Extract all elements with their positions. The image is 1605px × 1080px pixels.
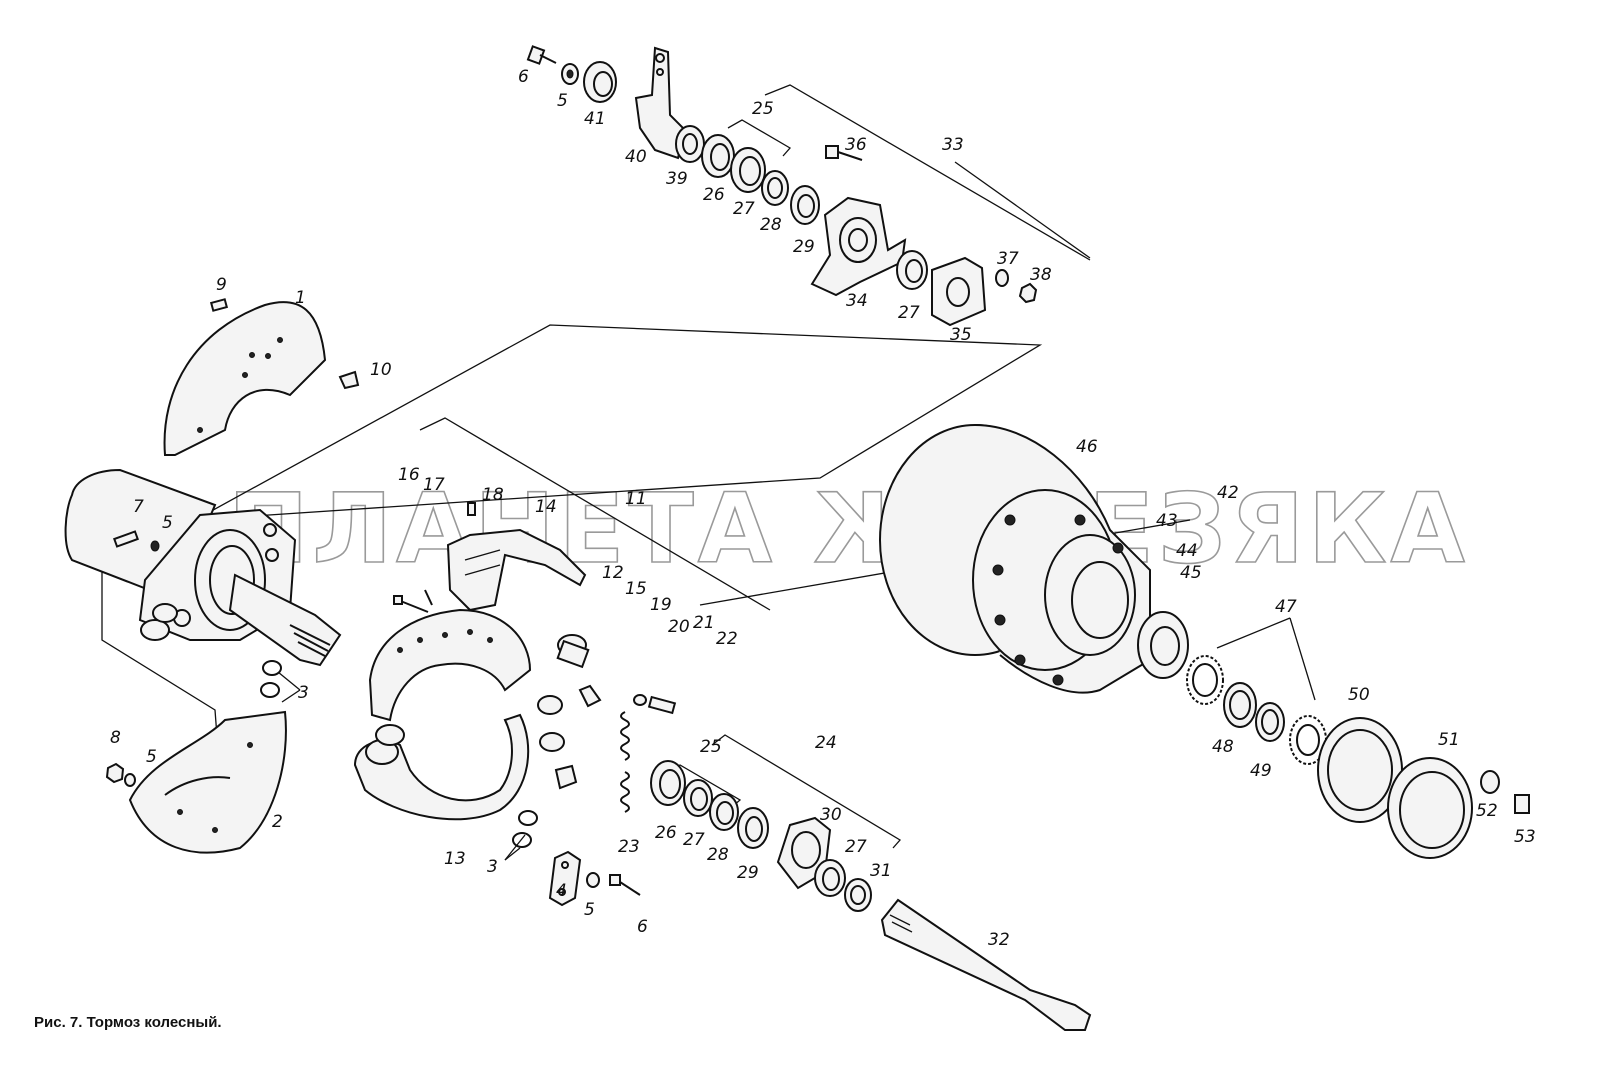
callout-3a: 3 [298, 683, 309, 703]
callout-50: 50 [1348, 685, 1370, 705]
callout-13: 13 [444, 849, 466, 869]
callout-46: 46 [1076, 437, 1098, 457]
callout-2: 2 [272, 812, 283, 832]
callout-32: 32 [988, 930, 1010, 950]
callout-28b: 28 [707, 845, 729, 865]
callout-35: 35 [950, 325, 972, 345]
callout-5a: 5 [162, 513, 173, 533]
callout-7: 7 [133, 497, 144, 517]
callout-4: 4 [556, 881, 567, 901]
callout-49: 49 [1250, 761, 1272, 781]
callout-40: 40 [625, 147, 647, 167]
callout-20: 20 [668, 617, 690, 637]
watermark: ПЛАНЕТА ЖЕЛЕЗЯКА [228, 473, 1469, 585]
callout-5d: 5 [584, 900, 595, 920]
callout-34: 34 [846, 291, 868, 311]
callout-8: 8 [110, 728, 121, 748]
callout-44: 44 [1176, 541, 1198, 561]
callout-36: 36 [845, 135, 867, 155]
callout-53: 53 [1514, 827, 1536, 847]
callout-41: 41 [584, 109, 606, 129]
callout-52: 52 [1476, 801, 1498, 821]
callout-labels: 1 2 3 3 4 5 5 5 5 6 6 7 8 9 10 11 12 13 … [110, 67, 1536, 950]
callout-25b: 25 [700, 737, 722, 757]
callout-39: 39 [666, 169, 688, 189]
callout-14: 14 [535, 497, 557, 517]
callout-6b: 6 [637, 917, 648, 937]
callout-45: 45 [1180, 563, 1202, 583]
callout-31: 31 [870, 861, 892, 881]
callout-27c: 27 [683, 830, 705, 850]
callout-27d: 27 [845, 837, 867, 857]
callout-16: 16 [398, 465, 420, 485]
callout-25a: 25 [752, 99, 774, 119]
callout-3b: 3 [487, 857, 498, 877]
bolt-6-top [526, 45, 557, 65]
callout-30: 30 [820, 805, 842, 825]
axle-housing [64, 468, 538, 848]
callout-22: 22 [716, 629, 738, 649]
brake-shoes [353, 502, 677, 907]
callout-33: 33 [942, 135, 964, 155]
callout-26a: 26 [703, 185, 725, 205]
callout-51: 51 [1438, 730, 1460, 750]
callout-38: 38 [1030, 265, 1052, 285]
callout-21: 21 [693, 613, 715, 633]
figure-caption: Рис. 7. Тормоз колесный. [34, 1014, 222, 1031]
shields [105, 298, 360, 854]
callout-28a: 28 [760, 215, 782, 235]
callout-26b: 26 [655, 823, 677, 843]
callout-43: 43 [1156, 511, 1178, 531]
callout-19: 19 [650, 595, 672, 615]
top-subassembly [526, 45, 1038, 327]
callout-6a: 6 [518, 67, 529, 87]
callout-42: 42 [1217, 483, 1239, 503]
callout-24: 24 [815, 733, 837, 753]
drum-hub [879, 424, 1530, 859]
callout-27a: 27 [733, 199, 755, 219]
callout-17: 17 [423, 475, 445, 495]
callout-9: 9 [216, 275, 227, 295]
callout-29b: 29 [737, 863, 759, 883]
callout-29a: 29 [793, 237, 815, 257]
callout-1: 1 [295, 288, 306, 308]
callout-48: 48 [1212, 737, 1234, 757]
callout-23: 23 [618, 837, 640, 857]
callout-5b: 5 [146, 747, 157, 767]
callout-47: 47 [1275, 597, 1297, 617]
callout-11: 11 [625, 489, 647, 509]
callout-15: 15 [625, 579, 647, 599]
callout-27b: 27 [898, 303, 920, 323]
camshaft-assembly [650, 760, 1092, 1031]
callout-37: 37 [997, 249, 1019, 269]
callout-18: 18 [482, 485, 504, 505]
callout-10: 10 [370, 360, 392, 380]
callout-12: 12 [602, 563, 624, 583]
callout-5c: 5 [557, 91, 568, 111]
